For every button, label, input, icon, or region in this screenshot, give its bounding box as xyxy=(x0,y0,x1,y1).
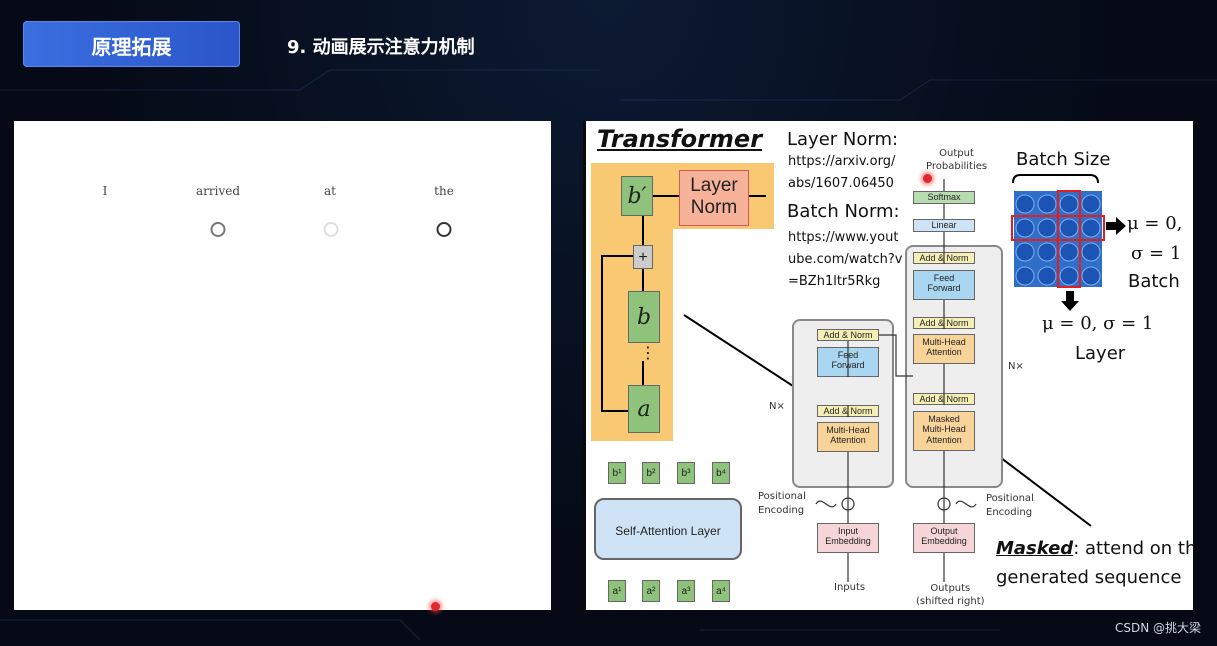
token-word: I xyxy=(102,184,108,198)
batch-norm-url[interactable]: =BZh1ltr5Rkg xyxy=(788,274,881,289)
output-token-b: b¹ xyxy=(608,462,626,484)
decoder-multi-head-attention: Multi-Head Attention xyxy=(913,334,975,364)
encoder-positional-encoding: Positional Encoding xyxy=(758,490,806,518)
attention-animation-panel: I arrived at the xyxy=(14,121,551,611)
output-embedding: Output Embedding xyxy=(913,523,975,553)
self-attention-layer: Self-Attention Layer xyxy=(594,498,742,560)
encoder-inputs-label: Inputs xyxy=(834,582,866,593)
batch-norm-url[interactable]: https://www.yout xyxy=(788,230,899,245)
pos-enc-line: Encoding xyxy=(758,505,805,516)
linear-box: Linear xyxy=(913,219,975,232)
decoder-positional-encoding: Positional Encoding xyxy=(986,492,1034,520)
attention-node xyxy=(210,222,226,237)
masked-multi-head-attention: Masked Multi-Head Attention xyxy=(913,411,975,451)
layer-norm-label: Layer Norm: xyxy=(787,129,899,150)
panel-divider xyxy=(583,121,586,610)
batch-norm-url[interactable]: ube.com/watch?v xyxy=(788,252,903,267)
masked-note-rest: : attend on the xyxy=(1073,538,1193,559)
slide-title: 9. 动画展示注意力机制 xyxy=(287,37,475,58)
masked-note-line2: generated sequence xyxy=(996,567,1182,588)
masked-note: Masked: attend on the xyxy=(996,538,1193,559)
input-token-a: a³ xyxy=(677,580,695,602)
attention-node xyxy=(436,222,452,237)
pos-enc-line: Encoding xyxy=(986,507,1033,518)
input-embedding-line: Embedding xyxy=(825,536,871,547)
masked-mha-line: Attention xyxy=(926,434,962,445)
batch-mu: μ = 0, xyxy=(1127,213,1183,234)
a-box: a xyxy=(628,385,660,433)
input-token-a: a² xyxy=(642,580,660,602)
batch-size-label: Batch Size xyxy=(1016,149,1111,170)
layer-norm-box: Layer Norm xyxy=(679,170,749,226)
softmax-box: Softmax xyxy=(913,191,975,204)
input-embedding: Input Embedding xyxy=(817,523,879,553)
decoder-mha-line: Attention xyxy=(926,347,962,358)
transformer-title: Transformer xyxy=(597,125,763,153)
decoder-ff-line: Forward xyxy=(927,283,961,294)
watermark-credit: CSDN @挑大梁 xyxy=(1114,621,1201,635)
layer-arrow-icon xyxy=(1061,291,1079,311)
output-embedding-line: Output xyxy=(930,526,958,536)
decoder-ff-line: Feed xyxy=(933,273,955,283)
layer-norm-url[interactable]: abs/1607.06450 xyxy=(788,176,894,191)
decoder-feed-forward: Feed Forward xyxy=(913,270,975,300)
output-probabilities: Output Probabilities xyxy=(926,147,987,173)
batch-arrow-icon xyxy=(1106,217,1126,235)
outputs-line: Outputs xyxy=(930,583,971,594)
layer-label: Layer xyxy=(1075,343,1126,364)
masked-mha-line: Multi-Head xyxy=(922,424,966,435)
encoder-nx: N× xyxy=(769,401,785,412)
encoder-mha-line: Attention xyxy=(830,435,866,446)
plus-node: + xyxy=(633,245,653,269)
decoder-nx: N× xyxy=(1008,361,1024,372)
encoder-mha-line: Multi-Head xyxy=(826,425,870,435)
batch-grid xyxy=(1011,174,1105,288)
layer-norm-url[interactable]: https://arxiv.org/ xyxy=(788,154,896,169)
output-token-b: b³ xyxy=(677,462,695,484)
layer-stats: μ = 0, σ = 1 xyxy=(1042,313,1154,334)
layer-norm-box-line: Layer xyxy=(690,175,738,196)
batch-label: Batch xyxy=(1128,271,1180,292)
output-probs-line: Probabilities xyxy=(926,161,988,172)
token-word: arrived xyxy=(195,184,241,198)
b-box: b xyxy=(628,291,660,343)
output-token-b: b⁴ xyxy=(712,462,730,484)
ellipsis: ⋮ xyxy=(640,343,656,362)
decoder-outputs-label: Outputs (shifted right) xyxy=(916,582,985,608)
masked-note-bold: Masked xyxy=(996,538,1074,559)
input-embedding-line: Input xyxy=(837,526,859,536)
pos-enc-line: Positional xyxy=(758,491,806,502)
token-word: at xyxy=(324,184,336,198)
pointer-dot xyxy=(431,602,440,611)
transformer-slide: Transformer b′ Layer Norm + b ⋮ a Self-A… xyxy=(586,121,1193,610)
section-badge-label: 原理拓展 xyxy=(91,35,172,59)
input-token-a: a⁴ xyxy=(712,580,730,602)
output-probs-line: Output xyxy=(939,148,974,159)
b-prime-box: b′ xyxy=(621,176,653,216)
token-word: the xyxy=(434,184,454,198)
layer-norm-box-line: Norm xyxy=(690,196,738,218)
batch-sigma: σ = 1 xyxy=(1131,243,1182,264)
section-badge: 原理拓展 xyxy=(23,21,240,67)
outputs-line: (shifted right) xyxy=(916,596,985,607)
batch-norm-label: Batch Norm: xyxy=(787,201,900,222)
decoder-mha-line: Multi-Head xyxy=(922,337,966,347)
pos-enc-line: Positional xyxy=(986,493,1034,504)
input-token-a: a¹ xyxy=(608,580,626,602)
output-token-b: b² xyxy=(642,462,660,484)
encoder-add-norm: Add & Norm xyxy=(817,329,879,341)
encoder-multi-head-attention: Multi-Head Attention xyxy=(817,422,879,452)
masked-mha-line: Masked xyxy=(928,414,960,424)
pointer-dot xyxy=(923,174,932,183)
output-embedding-line: Embedding xyxy=(921,536,967,547)
transformer-arrows xyxy=(815,179,977,582)
attention-node xyxy=(323,222,339,237)
